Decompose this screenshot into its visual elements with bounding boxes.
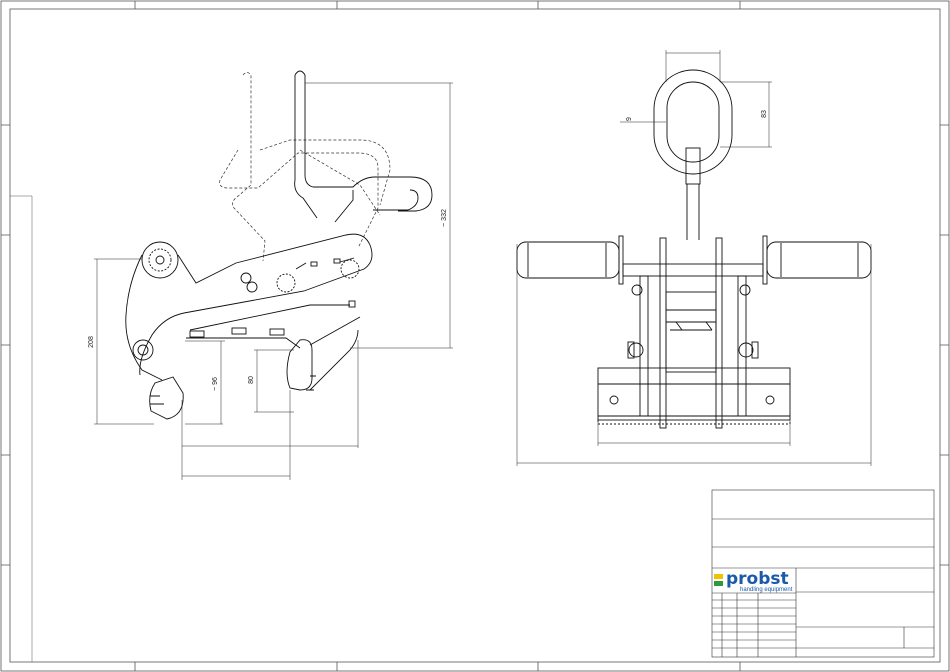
dim-height-overall: ~ 332 — [441, 209, 448, 227]
logo-accent-yellow — [714, 574, 723, 579]
handle-left — [517, 236, 623, 284]
logo-accent-green — [714, 581, 723, 586]
central-frame — [623, 238, 763, 428]
probst-logo: probst handling equipment — [714, 569, 793, 593]
dim-ring-inner-length: 83 — [761, 110, 768, 118]
front-view-dimensions — [517, 50, 871, 466]
dim-ring-thickness: 9 — [626, 117, 633, 121]
handle-right — [763, 236, 871, 284]
dim-clamp-span: 80 — [248, 376, 255, 384]
clamp-body — [126, 234, 372, 419]
dim-height-body: 208 — [88, 336, 95, 348]
side-view-dimensions — [94, 83, 453, 480]
lifting-shackle — [295, 71, 432, 222]
brand-name: probst — [726, 569, 789, 589]
front-view — [517, 70, 871, 428]
lifting-ring — [654, 70, 732, 240]
base-plate — [598, 368, 790, 424]
side-view — [126, 71, 432, 419]
brand-tagline: handling equipment — [740, 587, 793, 593]
dim-depth-clamp: ~ 96 — [212, 377, 219, 391]
